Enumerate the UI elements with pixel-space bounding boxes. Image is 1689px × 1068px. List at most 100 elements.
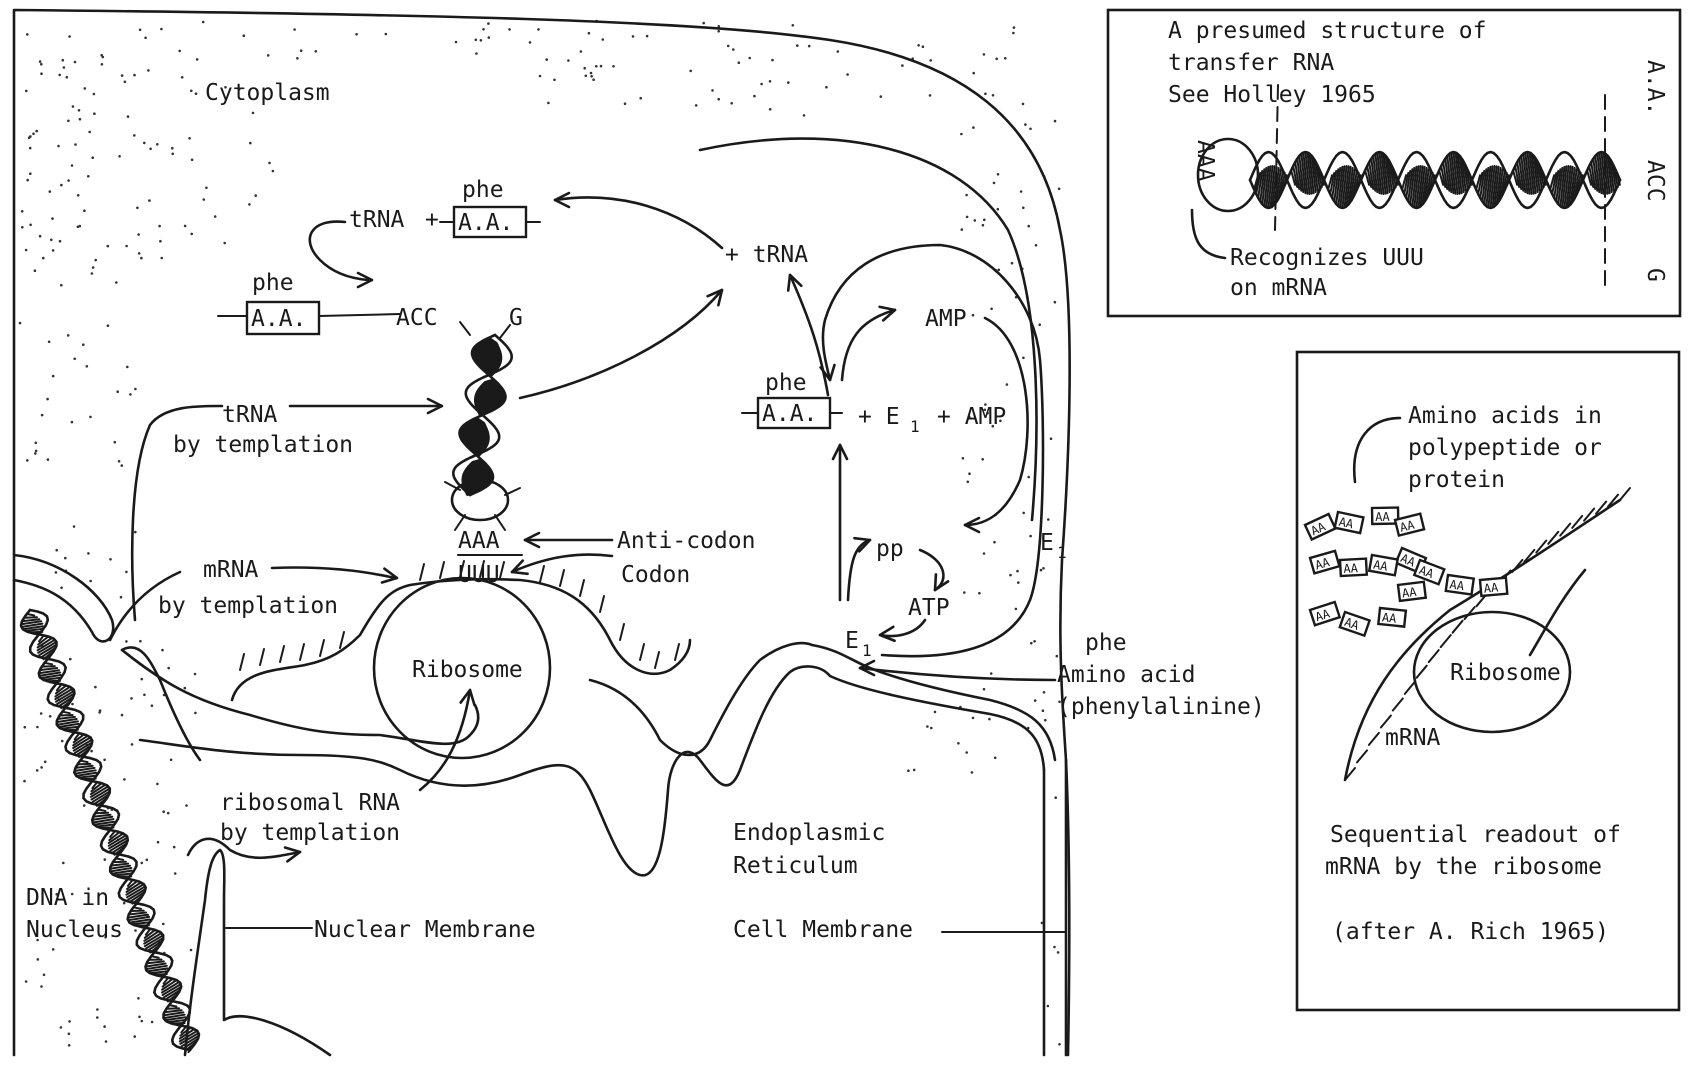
stipple-dot: [1047, 518, 1050, 521]
stipple-dot: [971, 771, 974, 774]
stipple-dot: [965, 194, 968, 197]
stipple-dot: [58, 74, 61, 77]
stipple-dot: [537, 28, 540, 31]
stipple-dot: [1012, 32, 1015, 35]
stipple-dot: [508, 28, 511, 31]
inset-amino-2: polypeptide or: [1408, 435, 1602, 461]
inset-trna-title-1: A presumed structure of: [1168, 18, 1487, 44]
stipple-dot: [143, 142, 146, 145]
stipple-dot: [1022, 103, 1025, 106]
stipple-dot: [966, 216, 969, 219]
stipple-dot: [21, 210, 24, 213]
stipple-dot: [125, 640, 128, 643]
stipple-dot: [711, 89, 714, 92]
stipple-dot: [962, 457, 965, 460]
mrna-tick: [500, 562, 504, 578]
stipple-dot: [769, 108, 772, 111]
stipple-dot: [972, 126, 975, 129]
stipple-dot: [191, 159, 194, 162]
stipple-dot: [595, 65, 598, 68]
dna-rung: [45, 663, 53, 665]
arrow-to-amp: [842, 310, 895, 380]
stipple-dot: [93, 93, 96, 96]
stipple-dot: [25, 90, 28, 93]
stipple-dot: [1042, 709, 1045, 712]
stipple-dot: [63, 66, 66, 69]
stipple-dot: [994, 757, 997, 760]
stipple-dot: [753, 95, 756, 98]
stipple-dot: [1011, 262, 1014, 265]
stipple-dot: [771, 59, 774, 62]
stipple-dot: [296, 57, 299, 60]
cell-membrane-right: [1044, 760, 1066, 1055]
anticodon-label: Anti-codon: [617, 528, 755, 554]
stipple-dot: [1004, 57, 1007, 60]
rrna-label-1: ribosomal RNA: [220, 790, 400, 816]
cytoplasm-inner-edge: [700, 139, 1036, 520]
stipple-dot: [26, 33, 29, 36]
stipple-dot: [126, 366, 129, 369]
stipple-dot: [138, 252, 141, 255]
stipple-dot: [71, 164, 74, 167]
dna-rung: [29, 632, 42, 633]
stipple-dot: [114, 441, 117, 444]
stipple-dot: [151, 704, 154, 707]
dna-helix: [21, 610, 199, 1052]
cytoplasm-label: Cytoplasm: [205, 80, 330, 106]
stipple-dot: [39, 60, 42, 63]
dna-rung: [154, 974, 167, 975]
stipple-dot: [188, 137, 191, 140]
dna-rung: [95, 813, 108, 814]
inset-caption-1: Sequential readout of: [1330, 822, 1621, 848]
stipple-dot: [963, 591, 966, 594]
stipple-dot: [69, 658, 72, 661]
stipple-dot: [1050, 437, 1053, 440]
stipple-dot: [64, 557, 67, 560]
trna-templation-label-1: tRNA: [222, 402, 278, 428]
stipple-dot: [104, 858, 107, 861]
stipple-dot: [139, 640, 142, 643]
stipple-dot: [1033, 640, 1036, 643]
stipple-dot: [1013, 26, 1016, 29]
stipple-dot: [995, 58, 998, 61]
arrow-to-plus-trna: [520, 290, 722, 398]
stipple-dot: [91, 272, 94, 275]
phe-label-left: phe: [252, 270, 294, 296]
cell-membrane-label: Cell Membrane: [733, 917, 913, 943]
stipple-dot: [138, 1016, 141, 1019]
inset-ribosome-label: Ribosome: [1450, 660, 1561, 686]
stipple-dot: [123, 902, 126, 905]
stipple-dot: [1042, 567, 1045, 570]
stipple-dot: [36, 726, 39, 729]
stipple-dot: [105, 1040, 108, 1043]
stipple-dot: [87, 552, 90, 555]
stipple-dot: [42, 257, 45, 260]
stipple-dot: [901, 64, 904, 67]
stipple-dot: [162, 810, 165, 813]
inset-credit: (after A. Rich 1965): [1332, 919, 1609, 945]
mrna-tick: [655, 652, 659, 668]
stipple-dot: [68, 1044, 71, 1047]
dna-rung: [77, 764, 90, 765]
aa-unit: AA: [1446, 575, 1474, 594]
stipple-dot: [84, 87, 87, 90]
stipple-dot: [55, 571, 58, 574]
stipple-dot: [48, 341, 51, 344]
rrna-label-2: by templation: [220, 820, 400, 846]
stipple-dot: [1027, 225, 1030, 228]
stipple-dot: [998, 269, 1001, 272]
stipple-dot: [101, 63, 104, 66]
codon-label: Codon: [621, 562, 690, 588]
stipple-dot: [214, 215, 217, 218]
stipple-dot: [25, 980, 28, 983]
mrna-tick: [300, 644, 304, 660]
stipple-dot: [62, 59, 65, 62]
e1-sub-right: 1: [1057, 543, 1067, 562]
stipple-dot: [134, 388, 137, 391]
stipple-dot: [133, 74, 136, 77]
stipple-dot: [808, 45, 811, 48]
stipple-dot: [171, 147, 174, 150]
stipple-dot: [545, 58, 548, 61]
stipple-dot: [1027, 476, 1030, 479]
